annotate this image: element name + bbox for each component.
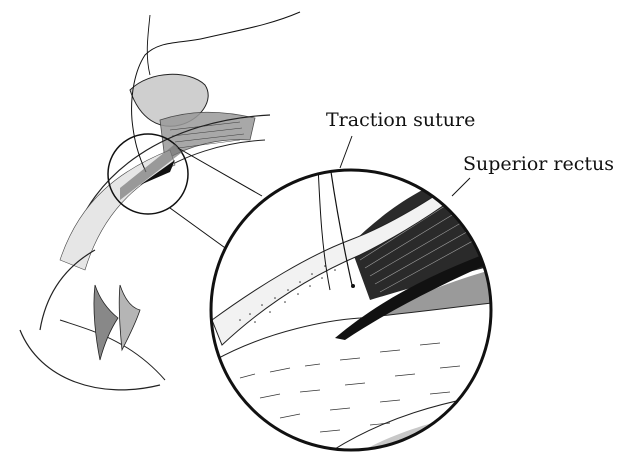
limbus-curve — [20, 330, 160, 390]
leader-traction-suture — [340, 136, 352, 168]
label-superior-rectus: Superior rectus — [463, 155, 614, 174]
ciliary-detail — [94, 285, 118, 360]
magnifier-connector-top — [178, 148, 262, 196]
label-traction-suture: Traction suture — [326, 111, 475, 130]
suture-thread-overview-2 — [147, 15, 150, 75]
iris-edge — [60, 320, 165, 380]
ciliary-detail-2 — [119, 285, 140, 350]
suture-entry-point — [351, 284, 355, 288]
leader-superior-rectus — [452, 178, 470, 196]
magnified-inset — [200, 165, 520, 453]
magnifier-connector-bottom — [170, 208, 228, 250]
